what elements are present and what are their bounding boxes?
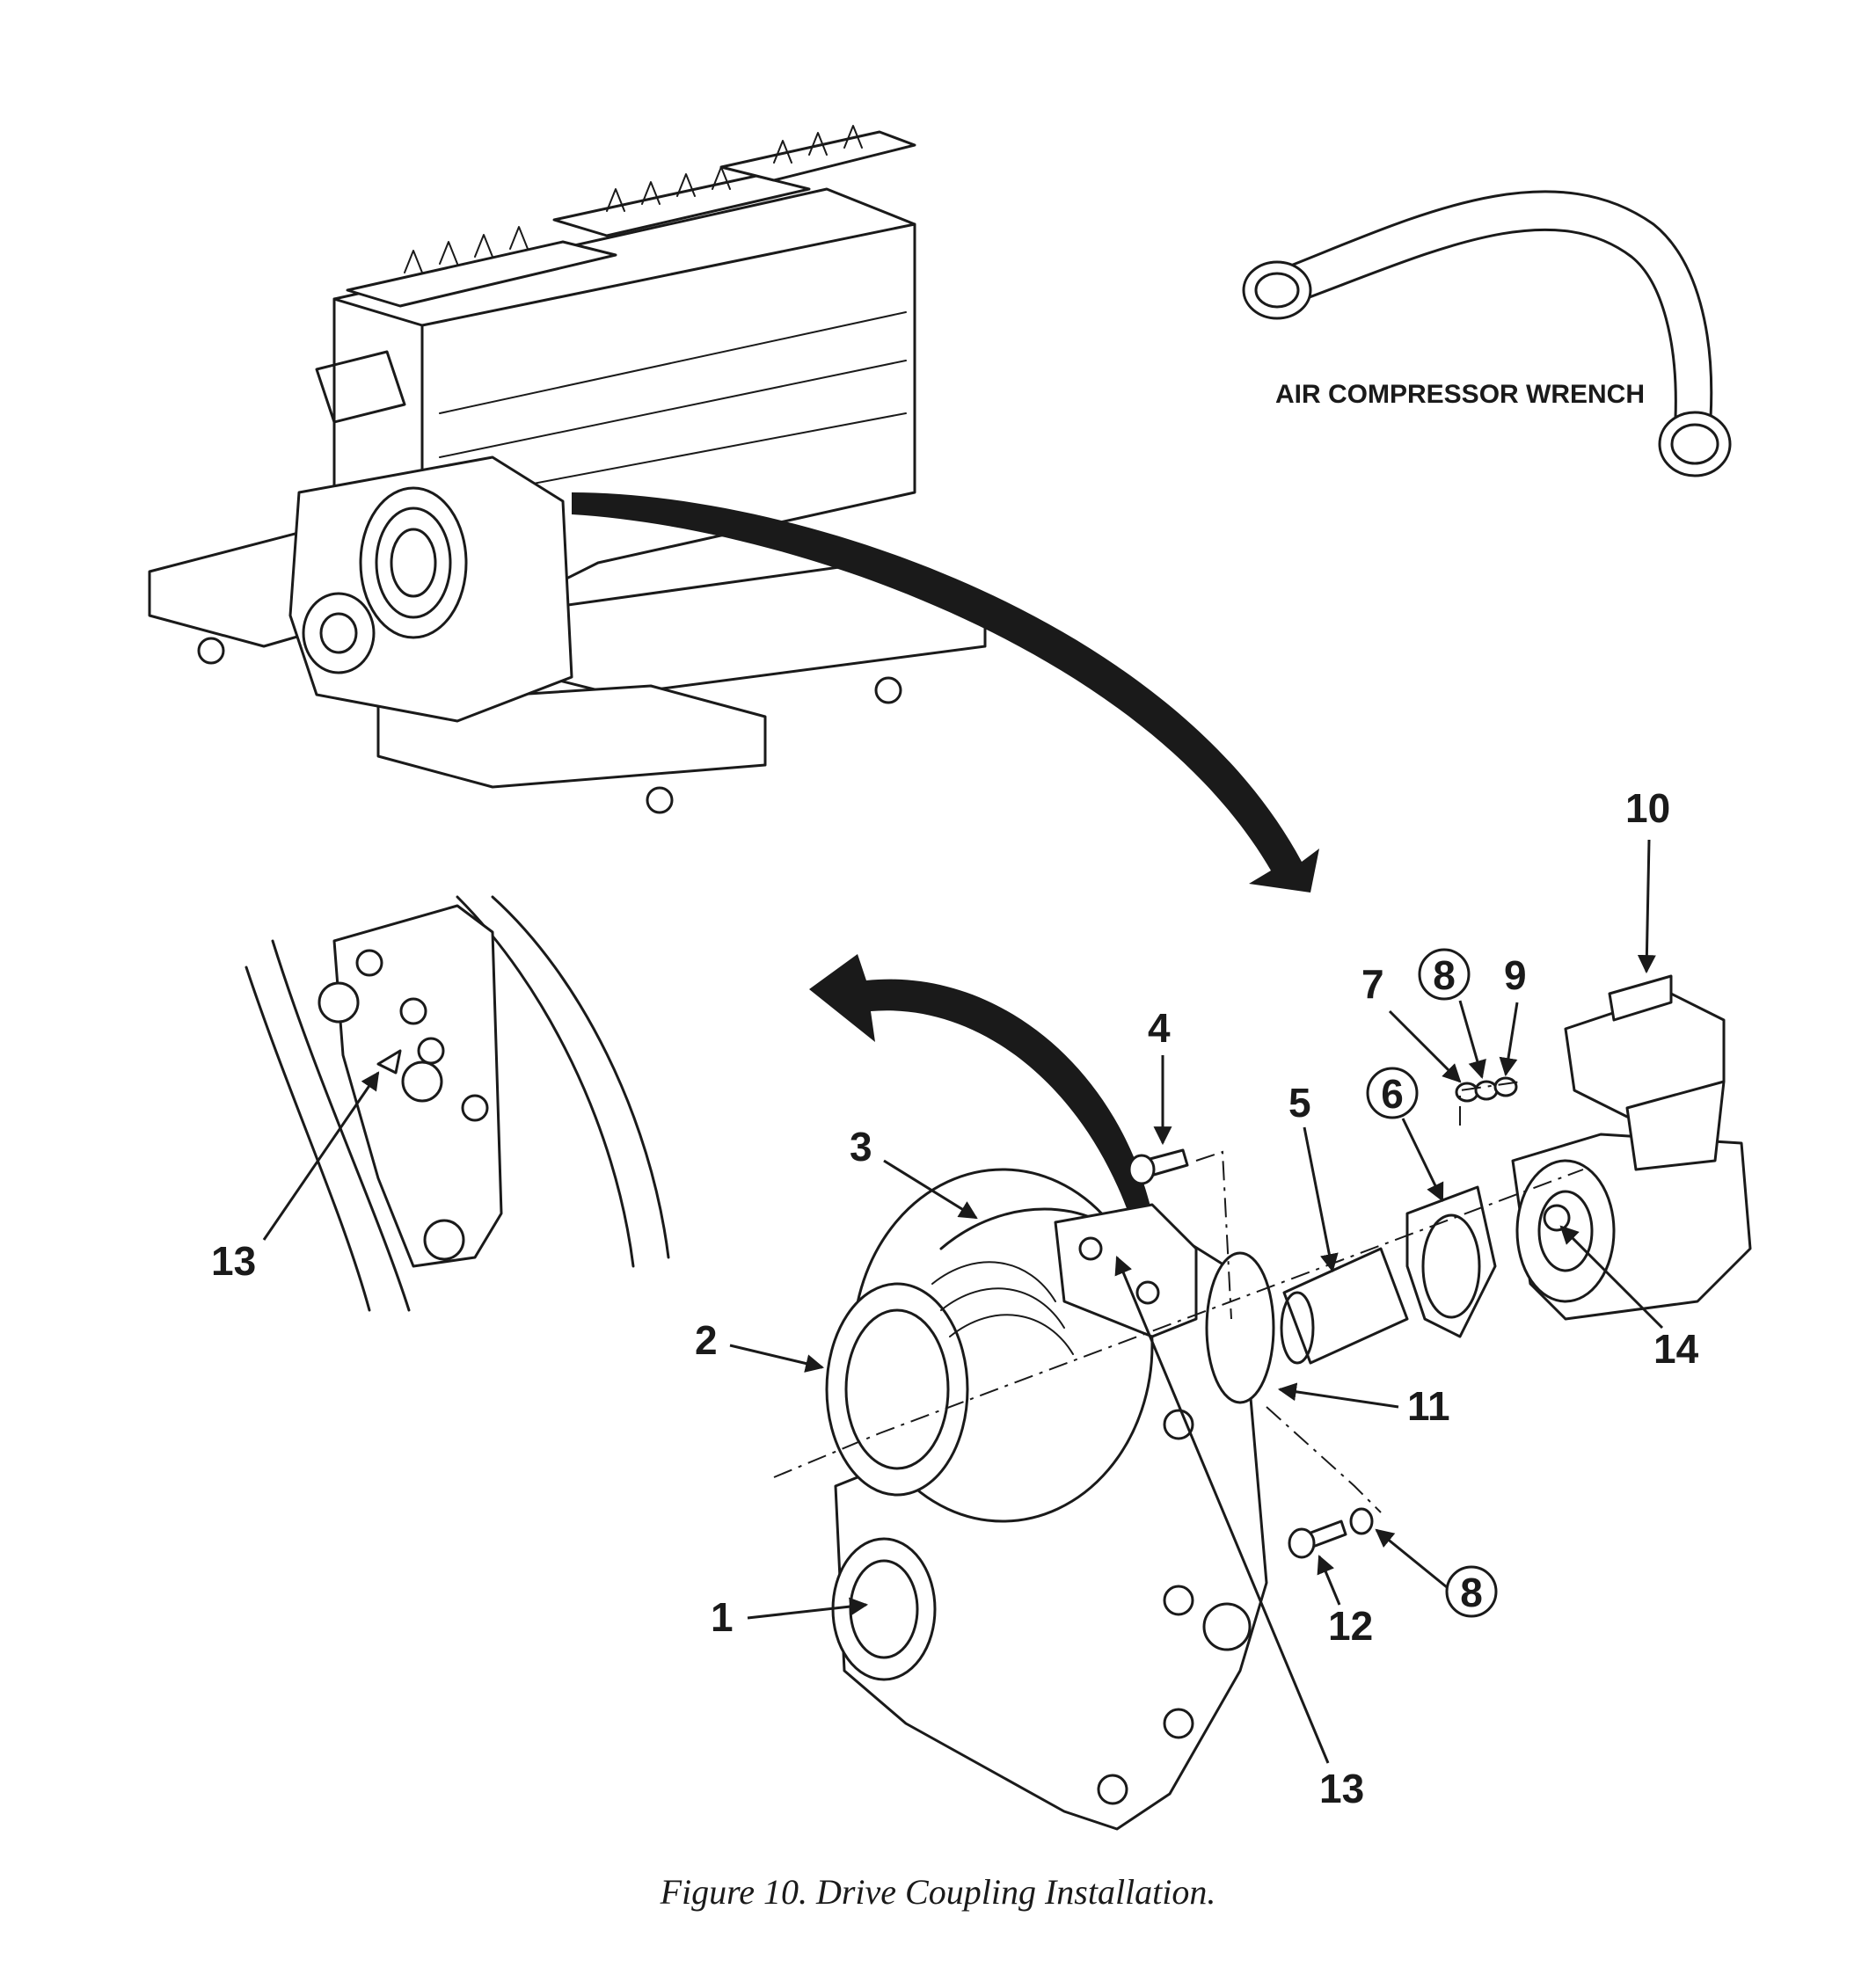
svg-text:4: 4 <box>1148 1005 1171 1051</box>
callout-3: 3 <box>850 1124 978 1220</box>
callout-9: 9 <box>1499 952 1527 1077</box>
svg-text:3: 3 <box>850 1124 872 1170</box>
svg-text:12: 12 <box>1328 1603 1373 1649</box>
svg-text:6: 6 <box>1381 1071 1404 1117</box>
transition-arrow-down <box>572 492 1319 893</box>
figure-caption: Figure 10. Drive Coupling Installation. <box>660 1872 1216 1912</box>
callout-12: 12 <box>1317 1555 1373 1649</box>
callout-6: 6 <box>1366 1067 1444 1202</box>
svg-text:1: 1 <box>711 1594 734 1640</box>
callout-13-main: 13 <box>1114 1256 1364 1811</box>
svg-text:7: 7 <box>1361 961 1384 1007</box>
callout-10: 10 <box>1625 785 1670 974</box>
callout-8-top: 8 <box>1418 948 1486 1080</box>
svg-text:10: 10 <box>1625 785 1670 831</box>
svg-text:13: 13 <box>211 1238 256 1284</box>
svg-text:5: 5 <box>1288 1080 1311 1126</box>
svg-text:2: 2 <box>695 1317 718 1363</box>
callout-1: 1 <box>711 1594 869 1640</box>
transition-arrow-up <box>809 954 1152 1218</box>
callout-4: 4 <box>1148 1005 1172 1146</box>
callout-13-detail: 13 <box>211 1071 380 1284</box>
air-compressor-wrench-label: AIR COMPRESSOR WRENCH <box>1275 380 1645 409</box>
svg-text:9: 9 <box>1504 952 1527 998</box>
callout-8-bottom: 8 <box>1375 1528 1498 1618</box>
svg-text:8: 8 <box>1460 1570 1483 1615</box>
callout-2: 2 <box>695 1317 825 1373</box>
callout-14: 14 <box>1559 1225 1699 1372</box>
callout-5: 5 <box>1288 1080 1339 1273</box>
detail-view-illustration <box>245 895 670 1312</box>
callout-11: 11 <box>1277 1382 1450 1429</box>
svg-text:11: 11 <box>1407 1383 1450 1429</box>
callout-7: 7 <box>1361 961 1462 1083</box>
engine-on-stand-illustration <box>148 125 987 814</box>
svg-text:14: 14 <box>1653 1326 1699 1372</box>
air-compressor-wrench-illustration <box>1242 190 1732 477</box>
assembly-centerlines <box>773 1081 1584 1513</box>
svg-text:8: 8 <box>1433 952 1456 998</box>
svg-text:13: 13 <box>1319 1766 1364 1811</box>
